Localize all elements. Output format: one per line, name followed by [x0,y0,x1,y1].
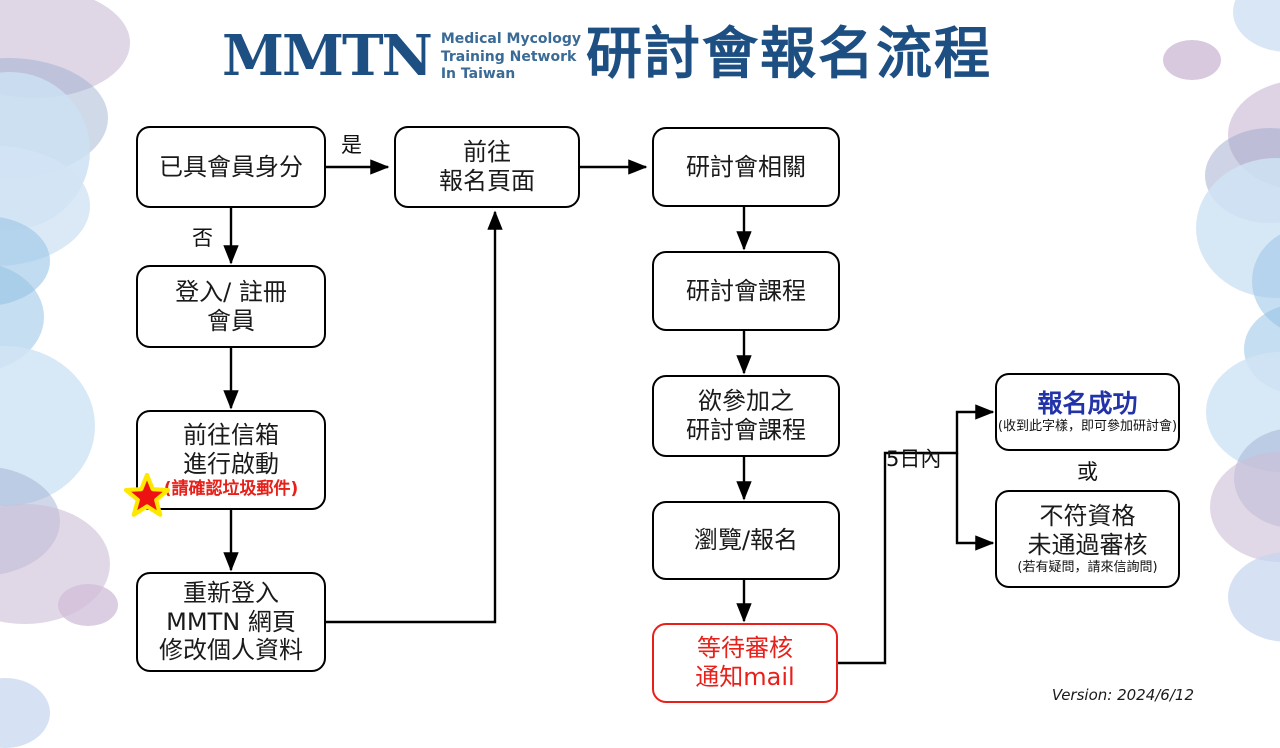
node-not-qualified[interactable]: 不符資格 未通過審核 (若有疑問，請來信詢問) [995,490,1180,588]
node-line: 已具會員身分 [159,152,303,181]
page-title: 研討會報名流程 [586,22,992,87]
logo-tagline-line-1: Medical Mycology [440,31,582,48]
node-line: 前往 [463,138,511,167]
node-signup-success[interactable]: 報名成功 (收到此字樣，即可參加研討會) [995,373,1180,451]
node-line: 修改個人資料 [159,636,303,665]
node-line: 通知mail [695,663,795,691]
node-await-review[interactable]: 等待審核 通知mail [652,623,838,703]
edge-label-or: 或 [1077,460,1098,484]
edge-relogin-to-signup [326,210,503,624]
node-line: 研討會課程 [686,416,806,444]
node-login-register[interactable]: 登入/ 註冊 會員 [136,265,326,348]
mmtn-logo: MMTN Medical Mycology Training Network I… [222,28,581,84]
node-line: MMTN 網頁 [166,607,296,636]
node-goto-signup[interactable]: 前往 報名頁面 [394,126,580,208]
node-line: 登入/ 註冊 [175,277,287,306]
edge-await-to-rejected [955,453,995,551]
edge-label-yes: 是 [341,133,362,157]
node-line: 進行啟動 [183,449,279,478]
node-wanted-course[interactable]: 欲參加之 研討會課程 [652,375,840,457]
node-line: 重新登入 [183,578,279,607]
node-line: 未通過審核 [1027,530,1148,559]
edge-await-to-success [838,404,995,665]
node-goto-mailbox[interactable]: 前往信箱 進行啟動 (請確認垃圾郵件) [136,410,326,510]
node-line: 研討會課程 [686,276,806,305]
logo-tagline-line-2: Training Network [440,48,577,65]
node-title: 報名成功 [1037,388,1138,418]
node-line: 欲參加之 [698,387,794,416]
version-label: Version: 2024/6/12 [1051,686,1194,704]
node-warning-text: (請確認垃圾郵件) [163,478,299,499]
node-line: 報名頁面 [439,167,535,195]
node-seminar-related[interactable]: 研討會相關 [652,127,840,207]
node-relogin[interactable]: 重新登入 MMTN 網頁 修改個人資料 [136,572,326,672]
node-line: 會員 [207,306,255,335]
node-line: 等待審核 [697,634,793,663]
star-icon [124,473,170,517]
node-subtext: (若有疑問，請來信詢問) [1017,559,1158,575]
node-browse-signup[interactable]: 瀏覽/報名 [652,501,840,580]
edge-label-no: 否 [192,226,213,250]
node-seminar-course[interactable]: 研討會課程 [652,251,840,331]
logo-wordmark: MMTN [222,23,433,89]
logo-tagline-line-3: In Taiwan [440,66,516,83]
node-member-check[interactable]: 已具會員身分 [136,126,326,208]
node-line: 不符資格 [1039,502,1136,531]
node-line: 研討會相關 [686,152,806,181]
node-line: 前往信箱 [183,421,279,449]
node-subtext: (收到此字樣，即可參加研討會) [997,418,1178,434]
edge-label-within-5: 5日內 [886,447,942,471]
flow-connectors [223,159,995,665]
logo-tagline: Medical Mycology Training Network In Tai… [441,28,581,84]
node-line: 瀏覽/報名 [693,526,799,555]
